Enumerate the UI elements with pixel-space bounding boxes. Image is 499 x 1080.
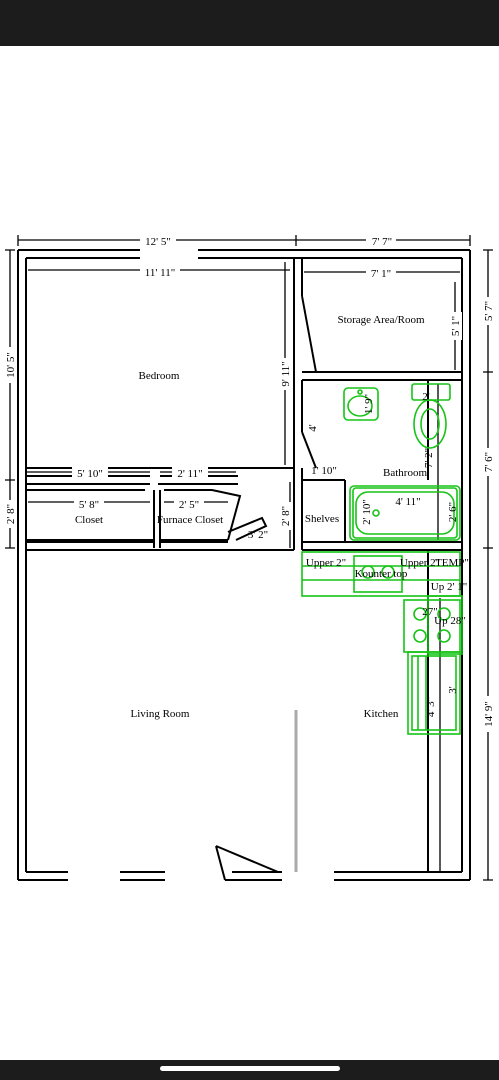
label-up-28: Up 28" xyxy=(434,615,466,627)
dim-hall-4: 4' xyxy=(307,424,319,432)
label-temp: TEMP" xyxy=(435,557,469,569)
dim-left-lower: 2' 8" xyxy=(5,504,17,524)
dim-right-bath: 7' 6" xyxy=(483,452,495,472)
status-bar xyxy=(0,0,499,46)
room-label-kitchen: Kitchen xyxy=(364,708,399,720)
dim-closet-inner: 5' 8" xyxy=(79,499,99,511)
outer-walls xyxy=(17,249,471,881)
room-label-storage: Storage Area/Room xyxy=(337,314,425,326)
dim-right-storage: 5' 7" xyxy=(483,301,495,321)
dim-sink: 1' 9" xyxy=(363,394,375,414)
room-label-furnace-closet: Furnace Closet xyxy=(157,514,223,526)
dim-left-upper: 10' 5" xyxy=(5,352,17,378)
label-counter-top: Kounter top xyxy=(355,568,408,580)
dim-bedroom-height: 9' 11" xyxy=(280,361,292,386)
home-indicator[interactable] xyxy=(160,1066,340,1071)
room-label-bathroom: Bathroom xyxy=(383,467,427,479)
dim-door-gap: 3' 2" xyxy=(248,529,268,541)
label-stove: 27" xyxy=(422,606,438,618)
label-upper-right: Upper 2" xyxy=(400,557,440,569)
dim-storage-height: 5' 1" xyxy=(450,316,462,336)
room-label-living-room: Living Room xyxy=(131,708,190,720)
dim-shelves-height: 2' 8" xyxy=(280,506,292,526)
dim-tub-width: 4' 11" xyxy=(395,496,420,508)
dim-top-right: 7' 7" xyxy=(372,236,392,248)
dim-bedroom-width: 11' 11" xyxy=(145,267,175,279)
dim-bath-height: 7' 2" xyxy=(423,448,435,468)
dim-hall-short: 1' 10" xyxy=(311,465,337,477)
dim-fridge-height: 4' 3" xyxy=(425,697,437,717)
fixtures xyxy=(301,383,463,735)
dim-closet-wall: 5' 10" xyxy=(77,468,103,480)
dim-right-kitchen: 14' 9" xyxy=(483,701,495,727)
label-up-21: Up 2' 1" xyxy=(431,581,467,593)
dim-furnace-wall: 2' 11" xyxy=(177,468,202,480)
room-label-closet: Closet xyxy=(75,514,103,526)
room-label-bedroom: Bedroom xyxy=(139,370,180,382)
dim-tub-depth: 2' 10" xyxy=(361,499,373,525)
room-label-shelves: Shelves xyxy=(305,513,339,525)
dim-toilet: 2' xyxy=(422,391,430,403)
dim-tub-side: 2' 6" xyxy=(447,502,459,522)
dim-fridge-width: 3' xyxy=(447,686,459,694)
label-upper-left: Upper 2" xyxy=(306,557,346,569)
dim-furnace-inner: 2' 5" xyxy=(179,499,199,511)
dim-storage-width: 7' 1" xyxy=(371,268,391,280)
dim-top-left: 12' 5" xyxy=(145,236,171,248)
